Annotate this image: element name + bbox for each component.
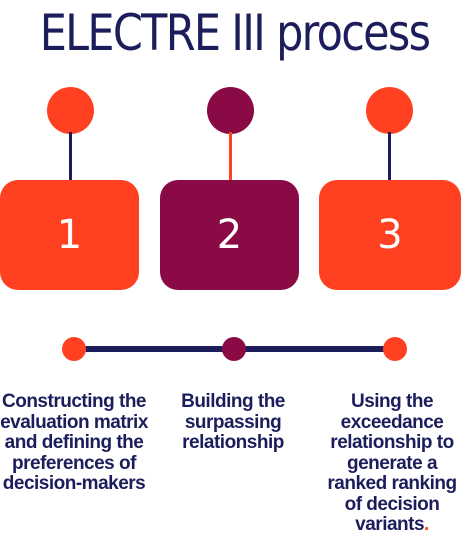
timeline-dot-1 xyxy=(62,337,86,361)
step-1-box: 1 xyxy=(0,180,139,290)
step-3-number: 3 xyxy=(377,212,403,258)
step-3-top-dot xyxy=(366,87,413,134)
step-1-description: Constructing the evaluation matrix and d… xyxy=(0,391,148,494)
step-2-top-dot xyxy=(207,87,254,134)
step-2-connector xyxy=(229,132,232,182)
timeline-dot-3 xyxy=(383,337,407,361)
step-2-box: 2 xyxy=(160,180,299,290)
page-title: ELECTRE III process xyxy=(39,4,431,62)
step-1-connector xyxy=(69,132,72,182)
step-3-description: Using the exceedance relationship to gen… xyxy=(327,391,457,535)
step-1-top-dot xyxy=(47,87,94,134)
step-2-number: 2 xyxy=(216,212,243,258)
step-2-description: Building the surpassing relationship xyxy=(181,391,285,453)
step-1-number: 1 xyxy=(56,212,83,258)
step-3-connector xyxy=(388,132,391,182)
timeline-dot-2 xyxy=(222,337,246,361)
step-3-terminal-mark: . xyxy=(424,514,429,535)
step-3-box: 3 xyxy=(319,180,461,290)
